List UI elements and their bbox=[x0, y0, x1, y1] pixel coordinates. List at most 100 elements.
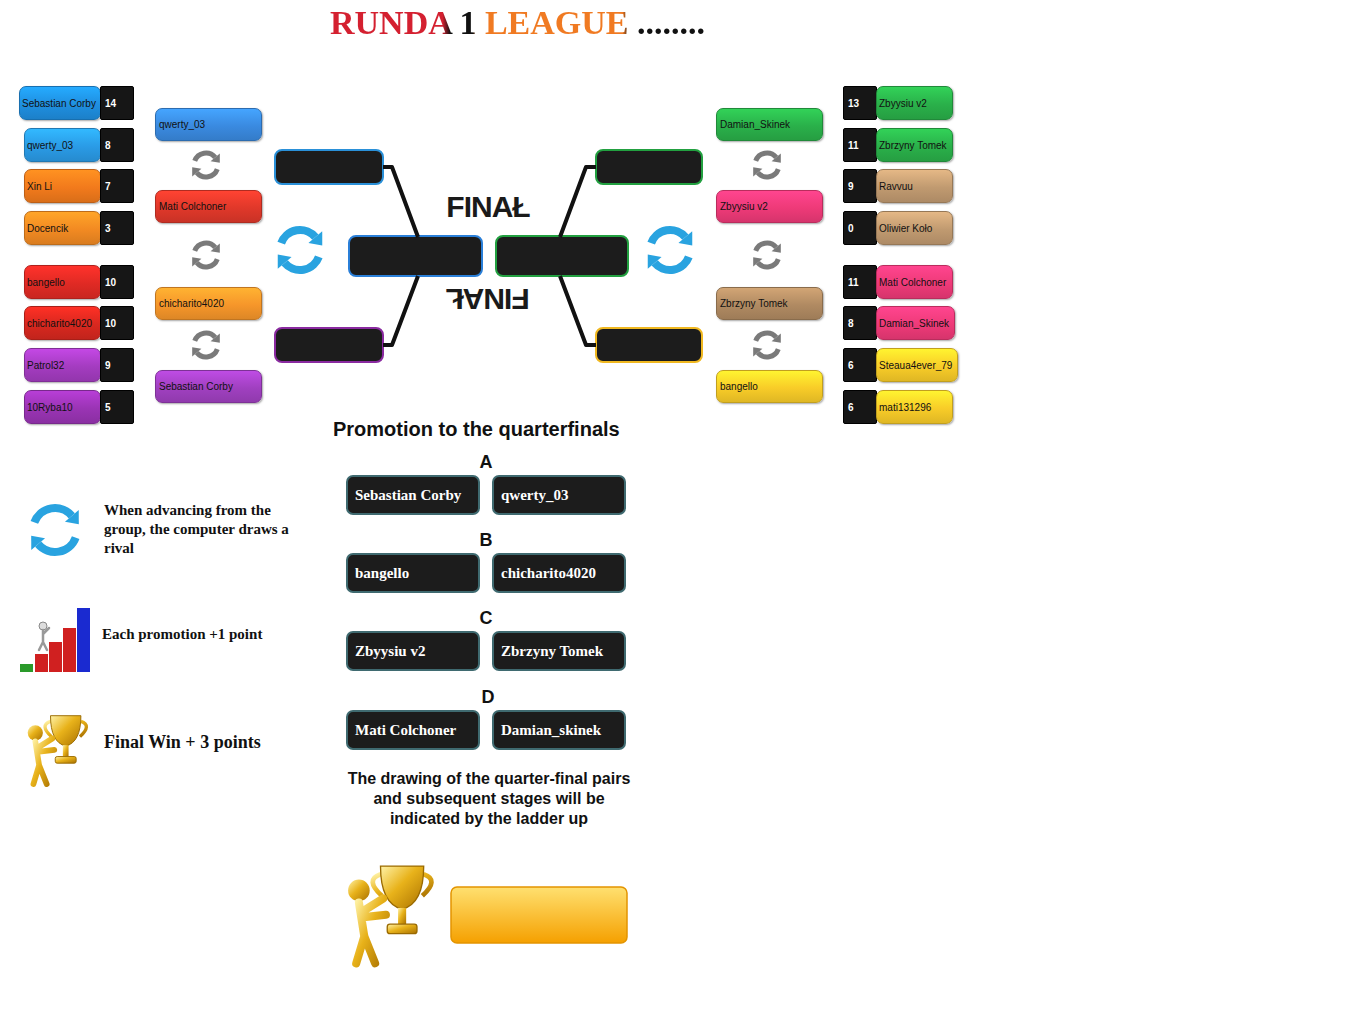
swap-arc bbox=[651, 230, 685, 243]
score-box: 13 bbox=[843, 86, 877, 120]
figure-body bbox=[33, 739, 54, 785]
swap-icon bbox=[753, 243, 781, 267]
swap-arc bbox=[197, 169, 217, 177]
bar-icon bbox=[20, 664, 33, 672]
player-box: chicharito4020 bbox=[24, 306, 101, 340]
node-text: Sebastian Corby bbox=[22, 98, 96, 109]
node-text: bangello bbox=[27, 277, 65, 288]
node-text: 13 bbox=[848, 98, 859, 109]
trophy-stem bbox=[398, 908, 406, 924]
bracket-line bbox=[383, 276, 418, 345]
empty-slot bbox=[596, 328, 702, 362]
node-text: Patrol32 bbox=[27, 360, 64, 371]
player-box: mati131296 bbox=[876, 390, 953, 424]
swap-head bbox=[211, 333, 220, 342]
node-text: Sebastian Corby bbox=[159, 381, 233, 392]
swap-arc bbox=[285, 257, 319, 270]
node-text: Steaua4ever_79 bbox=[879, 360, 952, 371]
swap-head bbox=[678, 231, 692, 245]
score-box: 14 bbox=[100, 86, 134, 120]
advanced-box: Zbyysiu v2 bbox=[716, 190, 823, 223]
node-text: chicharito4020 bbox=[501, 565, 596, 582]
legend-text: When advancing from the group, the compu… bbox=[104, 501, 294, 558]
player-box: Zbrzyny Tomek bbox=[876, 128, 953, 162]
trophy-icon bbox=[28, 716, 87, 784]
swap-arc bbox=[195, 153, 215, 161]
swap-head bbox=[211, 243, 220, 252]
swap-head bbox=[31, 536, 45, 550]
swap-head bbox=[772, 243, 781, 252]
node-text: 11 bbox=[848, 277, 859, 288]
swap-arc bbox=[756, 243, 776, 251]
swap-icon bbox=[753, 333, 781, 357]
swap-head bbox=[648, 255, 662, 269]
swap-arc bbox=[195, 333, 215, 341]
score-box: 9 bbox=[100, 348, 134, 382]
score-box: 11 bbox=[843, 265, 877, 299]
node-text: 14 bbox=[105, 98, 116, 109]
swap-arc bbox=[758, 259, 778, 267]
empty-slot bbox=[349, 236, 482, 276]
swap-arc bbox=[758, 169, 778, 177]
figure-head bbox=[348, 880, 370, 902]
swap-arc bbox=[197, 349, 217, 357]
bar-icon bbox=[49, 642, 62, 672]
node-text: qwerty_03 bbox=[159, 119, 205, 130]
score-box: 8 bbox=[843, 306, 877, 340]
player-box: Damian_Skinek bbox=[876, 306, 955, 340]
swap-icon bbox=[753, 153, 781, 177]
node-text: 10Ryba10 bbox=[27, 402, 73, 413]
node-text: bangello bbox=[355, 565, 409, 582]
pair-letter: A bbox=[480, 452, 493, 473]
swap-arc bbox=[197, 259, 217, 267]
advanced-box: Mati Colchoner bbox=[155, 190, 262, 223]
node-text: chicharito4020 bbox=[159, 298, 224, 309]
quarterfinal-box: Zbyysiu v2 bbox=[346, 631, 480, 671]
trophy-stem bbox=[63, 745, 69, 756]
node-text: Docencik bbox=[27, 223, 68, 234]
advanced-box: Zbrzyny Tomek bbox=[716, 287, 823, 320]
swap-head bbox=[192, 347, 201, 356]
swap-arc bbox=[655, 257, 689, 270]
swap-head bbox=[278, 255, 292, 269]
score-box: 0 bbox=[843, 211, 877, 245]
swap-icon bbox=[192, 153, 220, 177]
score-box: 8 bbox=[100, 128, 134, 162]
node-text: mati131296 bbox=[879, 402, 931, 413]
node-text: Zbrzyny Tomek bbox=[501, 643, 603, 660]
node-text: 3 bbox=[105, 223, 111, 234]
player-box: Sebastian Corby bbox=[19, 86, 101, 120]
swap-icon bbox=[192, 243, 220, 267]
trophy-base bbox=[55, 757, 76, 764]
advanced-box: Damian_Skinek bbox=[716, 108, 823, 141]
empty-slot bbox=[275, 328, 383, 362]
advanced-box: qwerty_03 bbox=[155, 108, 262, 141]
node-text: Zbrzyny Tomek bbox=[879, 140, 947, 151]
swap-head bbox=[772, 333, 781, 342]
bar-figure bbox=[39, 628, 49, 650]
bar-icon bbox=[77, 608, 90, 672]
node-text: Damian_Skinek bbox=[879, 318, 949, 329]
page-title: RUNDA 1 LEAGUE ........ bbox=[330, 4, 705, 42]
swap-arc bbox=[38, 538, 76, 552]
quarterfinal-box: Damian_skinek bbox=[492, 710, 626, 750]
score-box: 9 bbox=[843, 169, 877, 203]
player-box: Oliwier Koło bbox=[876, 211, 953, 245]
swap-icon bbox=[278, 230, 323, 270]
node-text: Sebastian Corby bbox=[355, 487, 461, 504]
node-text: Zbyysiu v2 bbox=[879, 98, 927, 109]
trophy-cup bbox=[381, 866, 424, 909]
bracket-line bbox=[560, 276, 596, 345]
quarterfinal-box: Sebastian Corby bbox=[346, 475, 480, 515]
node-text: 10 bbox=[105, 318, 116, 329]
node-text: 0 bbox=[848, 223, 854, 234]
quarterfinal-box: qwerty_03 bbox=[492, 475, 626, 515]
advanced-box: chicharito4020 bbox=[155, 287, 262, 320]
score-box: 10 bbox=[100, 265, 134, 299]
player-box: Ravvuu bbox=[876, 169, 953, 203]
swap-icon bbox=[648, 230, 693, 270]
bracket-line bbox=[383, 167, 418, 237]
pair-letter: D bbox=[482, 687, 495, 708]
swap-head bbox=[753, 257, 762, 266]
node-text: 8 bbox=[848, 318, 854, 329]
